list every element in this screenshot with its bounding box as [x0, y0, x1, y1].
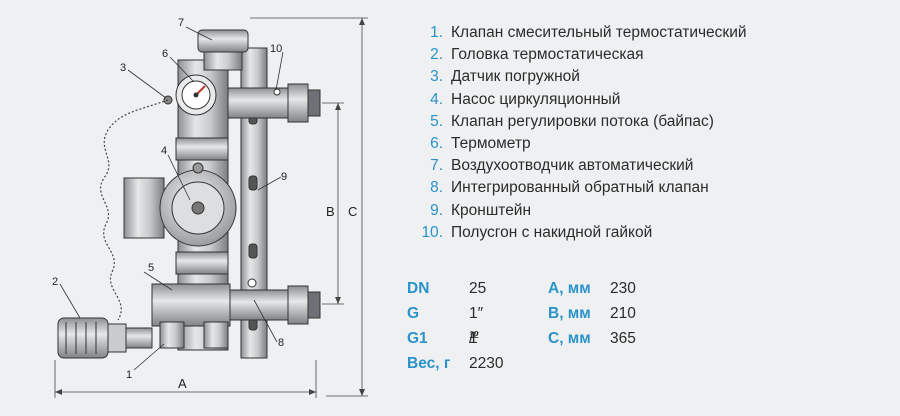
dim-label-a: A [178, 376, 187, 391]
circulation-pump [123, 162, 237, 247]
legend-item: 9Кронштейн [405, 200, 747, 222]
legend-text: Интегрированный обратный клапан [451, 179, 709, 197]
spec-value: 2230 [469, 355, 504, 372]
callout-9: 9 [281, 171, 287, 183]
callout-3: 3 [120, 62, 126, 74]
spec-key: А, мм [548, 280, 591, 297]
legend-item: 1Клапан смесительный термостатический [405, 22, 747, 44]
legend-number: 10 [405, 224, 451, 242]
legend-text: Клапан смесительный термостатический [451, 24, 747, 42]
union-nut-bottom [229, 278, 321, 325]
callout-7: 7 [178, 17, 184, 29]
legend-number: 4 [405, 91, 451, 109]
mixing-unit-diagram: A B C 7 6 3 4 10 9 5 2 1 8 [52, 17, 368, 398]
spec-key: G [407, 305, 420, 322]
legend-text: Датчик погружной [451, 68, 580, 86]
g1-denominator: 2 [473, 330, 479, 341]
legend-number: 6 [405, 135, 451, 153]
callout-4: 4 [161, 145, 167, 157]
g1-unit: ″ [473, 330, 479, 347]
legend-text: Насос циркуляционный [451, 90, 621, 108]
legend-text: Головка термостатическая [451, 46, 644, 64]
legend-item: 5Клапан регулировки потока (байпас) [405, 111, 747, 133]
legend-text: Полусгон с накидной гайкой [451, 223, 653, 241]
legend-number: 8 [405, 179, 451, 197]
legend-number: 3 [405, 68, 451, 86]
legend-number: 1 [405, 24, 451, 42]
legend-item: 8Интегрированный обратный клапан [405, 177, 747, 199]
callout-10: 10 [270, 43, 282, 55]
callout-6: 6 [162, 48, 168, 60]
spec-key: В, мм [548, 305, 591, 322]
spec-key: DN [407, 280, 430, 297]
spec-value: 210 [610, 305, 636, 322]
legend-text: Кронштейн [451, 201, 532, 219]
legend-item: 10Полусгон с накидной гайкой [405, 222, 747, 244]
callout-2: 2 [52, 276, 58, 288]
legend-item: 4Насос циркуляционный [405, 89, 747, 111]
legend-number: 5 [405, 113, 451, 131]
legend-number: 7 [405, 157, 451, 175]
bypass-valve [151, 283, 231, 349]
union-nut-top [227, 83, 321, 123]
spec-key: G1 [407, 330, 428, 347]
legend-number: 2 [405, 46, 451, 64]
component-legend: 1Клапан смесительный термостатический 2Г… [405, 22, 747, 244]
g1-numerator: 1 [469, 330, 475, 341]
spec-value: 365 [610, 330, 636, 347]
dim-label-c: C [348, 204, 357, 219]
spec-key: С, мм [548, 330, 591, 347]
callout-8: 8 [278, 337, 284, 349]
legend-item: 7Воздухоотводчик автоматический [405, 155, 747, 177]
thermometer [175, 74, 217, 116]
callout-5: 5 [148, 262, 154, 274]
legend-item: 3Датчик погружной [405, 66, 747, 88]
spec-value: 230 [610, 280, 636, 297]
spec-key: Вес, г [407, 355, 451, 372]
legend-item: 6Термометр [405, 133, 747, 155]
spec-value: 1″ [469, 305, 484, 322]
spec-value: 25 [469, 280, 487, 297]
thermostatic-head [57, 317, 153, 359]
legend-text: Клапан регулировки потока (байпас) [451, 112, 714, 130]
legend-number: 9 [405, 202, 451, 220]
air-vent [197, 29, 249, 71]
callout-1: 1 [126, 369, 132, 381]
dim-label-b: B [326, 204, 335, 219]
legend-text: Термометр [451, 135, 531, 153]
g1-whole: 1 [469, 330, 478, 347]
legend-text: Воздухоотводчик автоматический [451, 157, 694, 175]
legend-item: 2Головка термостатическая [405, 44, 747, 66]
